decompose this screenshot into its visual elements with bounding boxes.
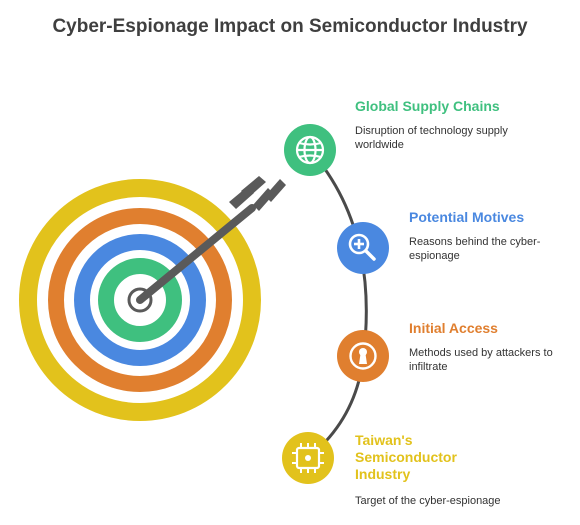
target-ring-orange <box>48 208 232 392</box>
diagram-title: Cyber-Espionage Impact on Semiconductor … <box>52 16 528 37</box>
chip-icon <box>292 443 324 473</box>
desc-initial-access: Methods used by attackers to infiltrate <box>409 347 553 373</box>
label-potential-motives: Potential Motives <box>409 209 525 225</box>
label-global-supply-chains: Global Supply Chains <box>355 98 500 114</box>
keyhole-icon <box>359 348 367 364</box>
desc-potential-motives: Reasons behind the cyber-espionage <box>409 236 541 262</box>
target-ring-blue <box>74 234 206 366</box>
node-potential-motives <box>337 222 389 274</box>
arrow-icon <box>136 176 286 304</box>
target-ring-green <box>98 258 182 342</box>
desc-global-supply-chains: Disruption of technology supply worldwid… <box>355 125 508 151</box>
label-taiwan-semiconductor: Taiwan's Semiconductor Industry <box>355 432 457 482</box>
connector-arc <box>307 149 368 460</box>
desc-taiwan-semiconductor: Target of the cyber-espionage <box>355 495 501 507</box>
target-ring-yellow <box>19 179 261 421</box>
globe-icon <box>295 135 325 165</box>
node-global-supply-chains <box>284 124 336 176</box>
node-initial-access <box>337 330 389 382</box>
target-icon <box>19 179 261 421</box>
node-taiwan-semiconductor <box>282 432 334 484</box>
magnifier-plus-icon <box>348 233 376 261</box>
label-initial-access: Initial Access <box>409 320 498 336</box>
